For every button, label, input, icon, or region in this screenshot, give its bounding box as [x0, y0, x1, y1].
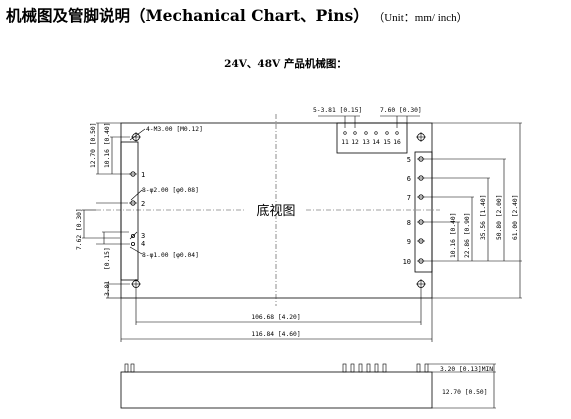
right-pin-label-8: 8	[407, 219, 411, 227]
right-pin-label-10: 10	[403, 258, 411, 266]
drawing-subtitle: 24V、48V 产品机械图：	[224, 58, 347, 70]
left-pin-label-2: 2	[141, 200, 145, 208]
right-pin-label-7: 7	[407, 194, 411, 202]
dim-left-top-edge: 12.70 [0.50]	[90, 123, 97, 169]
top-pin-label-15: 15	[383, 139, 391, 146]
mount-hole-top-left	[131, 132, 141, 142]
right-pin-label-9: 9	[407, 238, 411, 246]
dim-right-22-86: 22.86 [0.90]	[464, 213, 471, 259]
left-pin-1	[129, 171, 137, 177]
left-pin-4	[130, 241, 135, 246]
top-pins	[343, 131, 399, 135]
dim-right-61-00: 61.00 [2.40]	[512, 195, 519, 241]
left-pin-label-3: 3	[141, 232, 145, 240]
large-pin-callout: 8-φ2.00 [φ0.08]	[142, 187, 199, 194]
top-pin-label-16: 16	[393, 139, 401, 146]
dim-side-height: 12.70 [0.50]	[442, 389, 488, 396]
right-terminal-block	[414, 151, 433, 273]
mount-hole-bottom-right	[416, 279, 426, 289]
right-pin-7	[417, 194, 425, 200]
right-pin-9	[417, 238, 425, 244]
dim-right-10-16: 10.16 [0.40]	[450, 213, 457, 259]
right-pin-label-5: 5	[407, 156, 411, 164]
mount-hole-bottom-left	[131, 279, 141, 289]
left-terminal-block	[120, 141, 139, 281]
left-pin-label-1: 1	[141, 171, 145, 179]
left-pin-label-4: 4	[141, 240, 145, 248]
dim-side-pin-length: 3.20 [0.13]MIN	[440, 366, 493, 373]
side-view-pins-left	[124, 363, 135, 373]
side-view-body	[120, 371, 433, 409]
side-view-pins-right	[342, 363, 429, 373]
dim-width-106-68: 106.68 [4.20]	[251, 314, 300, 321]
dim-right-35-56: 35.56 [1.40]	[480, 195, 487, 241]
right-pin-6	[417, 175, 425, 181]
dim-top-offset: 7.60 [0.30]	[380, 107, 422, 114]
dim-left-top-pin: 10.16 [0.40]	[104, 123, 111, 169]
dim-top-pitch: 5-3.81 [0.15]	[313, 107, 362, 114]
top-pin-label-13: 13	[362, 139, 370, 146]
right-pin-label-6: 6	[407, 175, 411, 183]
mount-hole-top-right	[416, 132, 426, 142]
small-pin-callout: 8-φ1.00 [φ0.04]	[142, 252, 199, 259]
dim-width-116-84: 116.84 [4.60]	[251, 331, 300, 338]
left-pin-2	[129, 200, 137, 206]
top-pin-label-12: 12	[351, 139, 359, 146]
top-pin-label-14: 14	[372, 139, 380, 146]
dim-right-50-80: 50.80 [2.00]	[496, 195, 503, 241]
right-pin-8	[417, 219, 425, 225]
right-pin-10	[417, 258, 425, 264]
heading-unit: （Unit：mm/ inch）	[378, 12, 468, 24]
dim-left-pin-3-4: [0.15]	[104, 247, 111, 270]
mount-hole-callout: 4-M3.00 [M0.12]	[146, 126, 203, 133]
top-pin-label-11: 11	[341, 139, 349, 146]
heading-main: 机械图及管脚说明（Mechanical Chart、Pins）	[6, 6, 369, 25]
dim-left-bottom: 3.81	[104, 281, 111, 296]
page-heading: 机械图及管脚说明（Mechanical Chart、Pins） （Unit：mm/…	[6, 4, 468, 26]
right-pin-5	[417, 156, 425, 162]
dim-left-pin-pair: 7.62 [0.30]	[76, 208, 83, 250]
top-connector	[336, 122, 408, 154]
left-pin-3	[130, 233, 135, 238]
bottom-view-label: 底视图	[256, 203, 295, 219]
